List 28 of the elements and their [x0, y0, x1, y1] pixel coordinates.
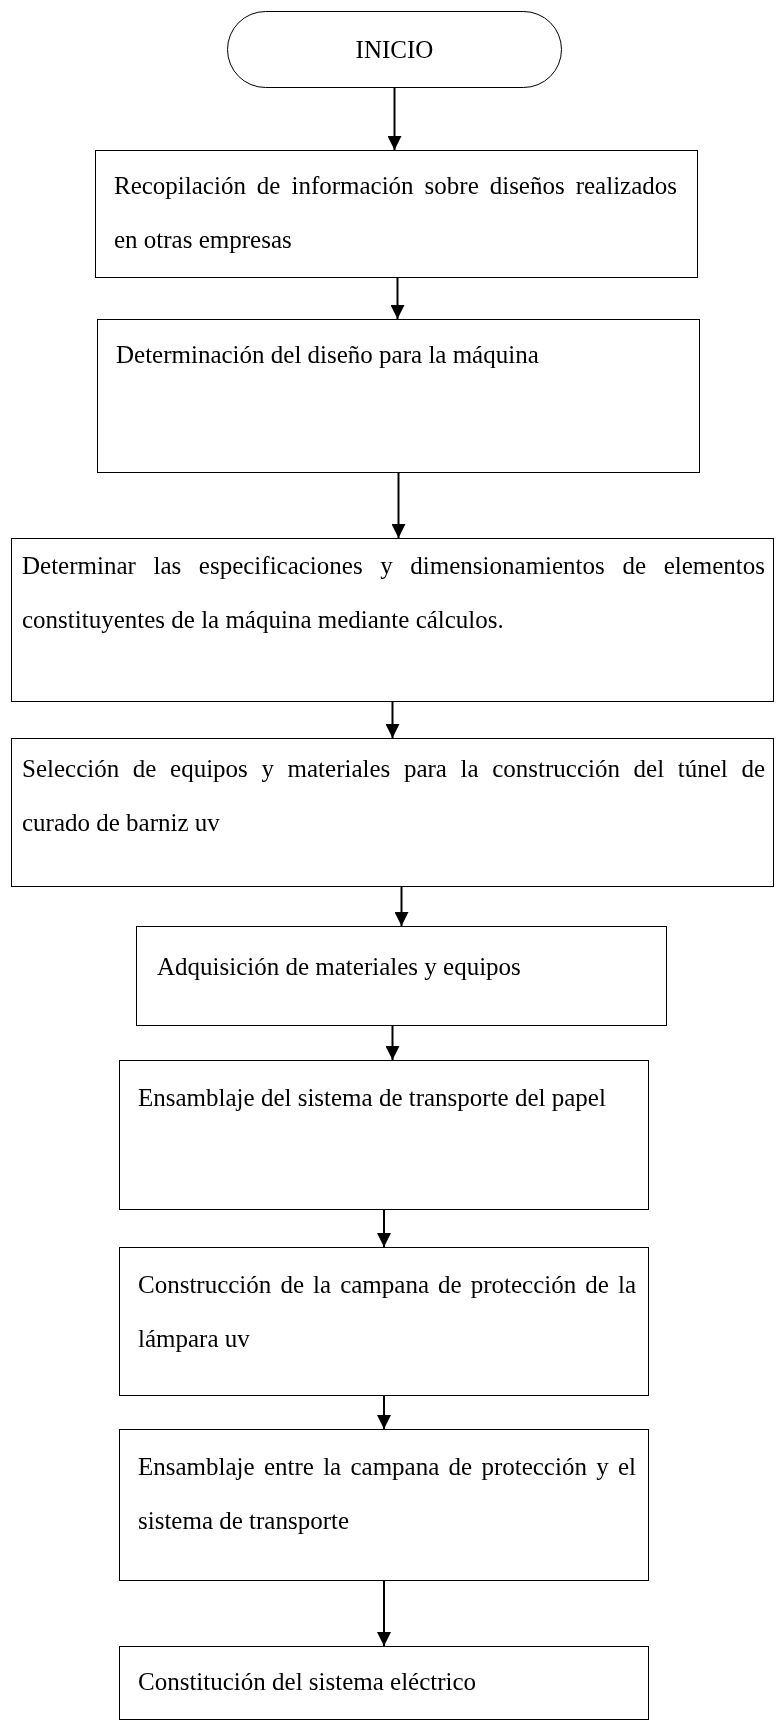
arrow	[391, 472, 406, 539]
arrow	[394, 886, 409, 927]
process-box	[119, 1247, 649, 1396]
process-box	[11, 538, 774, 702]
process-box	[119, 1429, 649, 1581]
process-box	[11, 738, 774, 887]
step-text: Recopilación de información sobre diseños realizados en otras empresas	[114, 171, 677, 255]
process-box	[119, 1646, 649, 1720]
step-text: INICIO	[355, 34, 434, 65]
arrow	[387, 87, 402, 151]
step-text: Selección de equipos y materiales para la construcción del túnel de curado de barniz uv	[22, 754, 765, 838]
process-box	[136, 926, 667, 1026]
step-text: Construcción de la campana de protección de la lámpara uv	[138, 1270, 636, 1354]
process-box	[119, 1060, 649, 1210]
step-text: Determinar las especificaciones y dimensionamientos de elementos constituyentes de la máquina mediante cálculos.	[22, 551, 765, 635]
arrow	[377, 1209, 391, 1248]
step-text: Determinación del diseño para la máquina	[116, 340, 540, 370]
process-box	[95, 150, 698, 278]
step-text: Adquisición de materiales y equipos	[157, 952, 522, 982]
process-box	[97, 319, 700, 473]
arrow	[385, 701, 400, 739]
arrow	[377, 1395, 391, 1430]
arrow	[385, 1025, 400, 1061]
arrow	[390, 277, 405, 320]
arrow	[377, 1580, 391, 1647]
step-text: Ensamblaje del sistema de transporte del papel	[138, 1083, 607, 1113]
step-text: Constitución del sistema eléctrico	[138, 1667, 478, 1697]
step-text: Ensamblaje entre la campana de protección y el sistema de transporte	[138, 1452, 636, 1536]
